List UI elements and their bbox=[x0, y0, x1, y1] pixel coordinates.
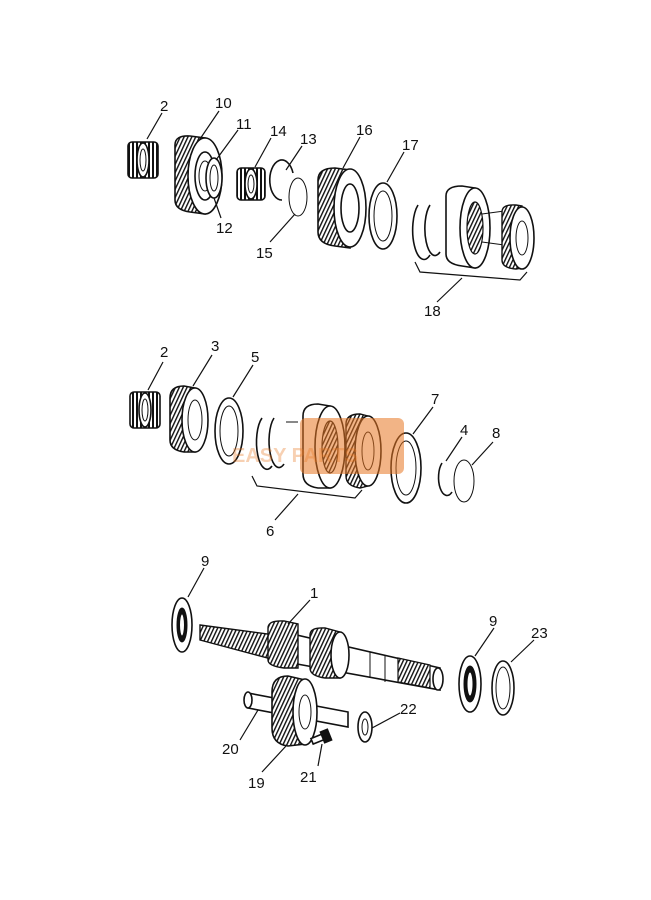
leader-11 bbox=[215, 129, 239, 161]
callout-18: 18 bbox=[424, 303, 441, 320]
main-shaft-1 bbox=[199, 620, 444, 691]
callout-9-left: 9 bbox=[201, 553, 209, 570]
callout-23: 23 bbox=[531, 625, 548, 642]
leader-3 bbox=[192, 354, 213, 387]
leader-13 bbox=[285, 145, 303, 171]
leader-14 bbox=[254, 137, 272, 168]
group-bottom-row: 9 1 9 23 22 20 21 19 bbox=[171, 553, 548, 792]
ring-15 bbox=[288, 177, 308, 217]
ring-11 bbox=[205, 157, 223, 199]
seal-9-right bbox=[458, 655, 482, 713]
leader-5 bbox=[232, 364, 254, 398]
group-top-row: 2 10 11 14 13 16 17 12 15 18 bbox=[127, 95, 535, 320]
callout-11: 11 bbox=[236, 116, 252, 133]
snap-ring-4 bbox=[437, 462, 453, 497]
needle-bearing-14 bbox=[236, 167, 266, 201]
callout-10: 10 bbox=[215, 95, 232, 112]
leader-2-middle bbox=[147, 361, 164, 391]
leader-7 bbox=[412, 406, 434, 435]
leader-18 bbox=[436, 277, 463, 303]
shim-ring-23 bbox=[491, 660, 515, 716]
callout-3: 3 bbox=[211, 338, 219, 355]
leader-9-right bbox=[474, 627, 495, 657]
leader-23 bbox=[510, 639, 535, 663]
synchronizer-assembly-18 bbox=[411, 185, 535, 270]
leader-9-left bbox=[187, 567, 205, 598]
watermark-text: EASY PARTS bbox=[232, 445, 358, 467]
leader-4 bbox=[445, 436, 463, 462]
callout-2-top: 2 bbox=[160, 98, 168, 115]
callout-17: 17 bbox=[402, 137, 419, 154]
needle-bearing-top bbox=[127, 141, 159, 179]
callout-1: 1 bbox=[310, 585, 318, 602]
callout-7: 7 bbox=[431, 391, 439, 408]
bracket-6 bbox=[251, 475, 363, 499]
callout-21: 21 bbox=[300, 769, 317, 786]
callout-14: 14 bbox=[270, 123, 287, 140]
callout-15: 15 bbox=[256, 245, 273, 262]
ring-8 bbox=[453, 459, 475, 503]
gear-16 bbox=[317, 167, 367, 249]
bolt-21 bbox=[309, 728, 333, 746]
leader-19 bbox=[261, 745, 287, 773]
leader-6 bbox=[274, 493, 299, 521]
group-middle-row: 2 3 5 7 4 8 6 EASY PARTS bbox=[129, 338, 500, 540]
callout-9-right: 9 bbox=[489, 613, 497, 630]
leader-1 bbox=[287, 599, 311, 625]
leader-16 bbox=[342, 136, 361, 169]
watermark-logo-block bbox=[300, 418, 404, 474]
callout-16: 16 bbox=[356, 122, 373, 139]
callout-2-middle: 2 bbox=[160, 344, 168, 361]
leader-10 bbox=[199, 110, 220, 140]
seal-9-left bbox=[171, 597, 193, 653]
needle-bearing-middle bbox=[129, 391, 161, 429]
synchro-ring-17 bbox=[368, 182, 398, 250]
snap-ring-13 bbox=[268, 159, 294, 201]
bracket-18 bbox=[414, 261, 528, 281]
gear-3 bbox=[169, 385, 209, 453]
callout-8: 8 bbox=[492, 425, 500, 442]
callout-6: 6 bbox=[266, 523, 274, 540]
leader-21 bbox=[317, 743, 323, 767]
washer-22 bbox=[357, 711, 373, 743]
leader-15 bbox=[269, 213, 296, 243]
leader-8 bbox=[471, 441, 494, 466]
leader-22 bbox=[371, 712, 401, 729]
leader-2-top bbox=[146, 112, 163, 140]
watermark: EASY PARTS bbox=[232, 418, 404, 474]
callout-19: 19 bbox=[248, 775, 265, 792]
callout-13: 13 bbox=[300, 131, 317, 148]
leader-20 bbox=[239, 709, 259, 741]
idler-gear-19 bbox=[271, 675, 318, 747]
callout-4: 4 bbox=[460, 422, 468, 439]
callout-12: 12 bbox=[216, 220, 233, 237]
synchro-ring-5 bbox=[214, 397, 244, 465]
callout-22: 22 bbox=[400, 701, 417, 718]
leader-12 bbox=[213, 197, 222, 219]
leader-17 bbox=[386, 151, 405, 183]
callout-20: 20 bbox=[222, 741, 239, 758]
callout-5: 5 bbox=[251, 349, 259, 366]
